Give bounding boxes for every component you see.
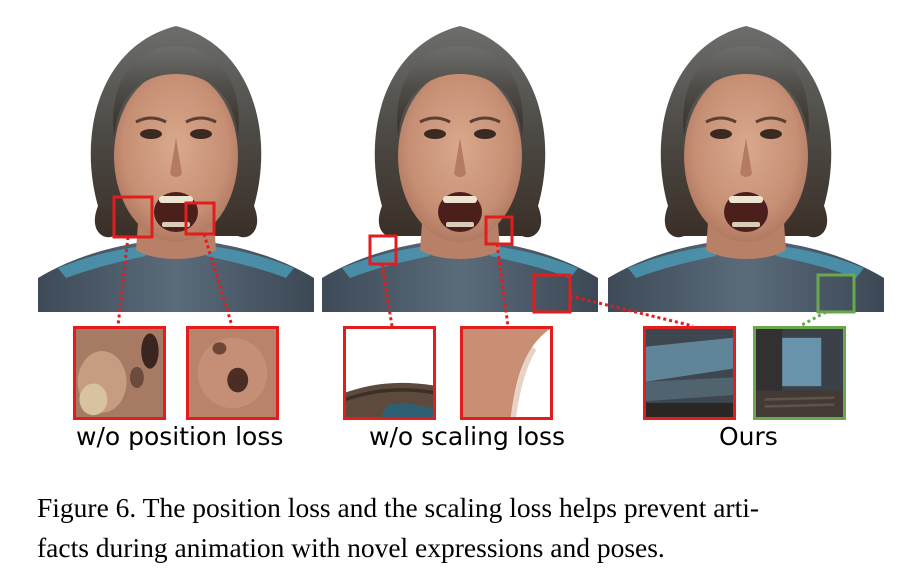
- connector-line: [495, 243, 510, 327]
- zoom-crop-position-1: [73, 326, 166, 420]
- zoom-crop-scaling-2: [460, 326, 553, 420]
- caption-line-2: facts during animation with novel expres…: [37, 532, 665, 563]
- highlight-box-green: [816, 273, 856, 314]
- connector-line: [202, 233, 234, 327]
- label-without-scaling-loss: w/o scaling loss: [369, 422, 566, 451]
- highlight-box: [112, 195, 154, 239]
- connector-line: [380, 263, 394, 327]
- figure-caption: Figure 6. The position loss and the scal…: [37, 488, 887, 568]
- zoom-crop-scaling-1: [343, 326, 436, 420]
- caption-line-1: Figure 6. The position loss and the scal…: [37, 492, 760, 523]
- highlight-box: [184, 201, 216, 236]
- connector-line: [116, 236, 130, 327]
- zoom-crop-ours-baseline: [643, 326, 736, 420]
- highlight-box: [532, 273, 572, 314]
- highlight-box: [368, 234, 398, 266]
- zoom-crop-ours: [753, 326, 846, 420]
- connector-line: [569, 294, 694, 328]
- highlight-box: [484, 215, 514, 246]
- label-without-position-loss: w/o position loss: [76, 422, 284, 451]
- zoom-crop-position-2: [186, 326, 279, 420]
- connector-line-green: [799, 310, 827, 328]
- label-ours: Ours: [719, 422, 778, 451]
